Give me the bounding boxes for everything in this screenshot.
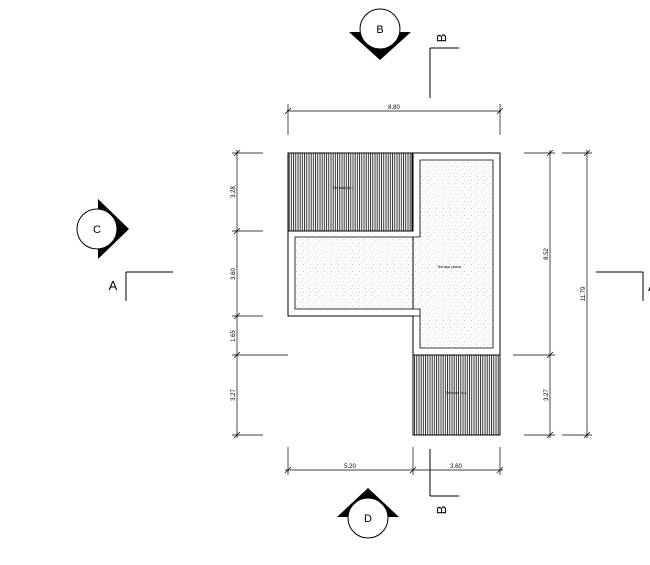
elevation-marker-d: D (337, 488, 399, 539)
marker-c-label: C (93, 224, 101, 236)
dim-right-1-value: 8.52 (544, 248, 550, 260)
roof-top-left-label: Telhado N-1 (332, 185, 354, 190)
dim-top-value: 8.80 (388, 105, 400, 111)
section-a-left-letter: A (109, 278, 118, 293)
dim-right-2-value: 3.27 (544, 389, 550, 401)
section-cut-b-top: B (429, 34, 459, 98)
dim-bottom: 5.20 3.60 (284, 447, 504, 475)
roof-bottom-right: Telhado N-1 (412, 354, 501, 436)
marker-d-label: D (364, 513, 372, 525)
section-b-bottom-letter: B (434, 506, 449, 515)
section-a-right-letter: A (648, 279, 650, 294)
roof-top-left: Telhado N-1 (287, 152, 413, 232)
dim-right-inner: 8.52 3.27 (513, 149, 555, 439)
slab-label: Terraço plano (437, 264, 462, 269)
dim-bottom-1-value: 5.20 (344, 464, 356, 470)
dim-left-4-value: 3.27 (231, 389, 237, 401)
dim-left-2-value: 3.60 (231, 268, 237, 280)
section-b-top-letter: B (434, 34, 449, 43)
slab-terrace: Terraço plano (287, 152, 501, 356)
roof-bottom-right-label: Telhado N-1 (445, 390, 467, 395)
elevation-marker-b-top: B (349, 8, 411, 60)
dim-top: 8.80 (284, 104, 504, 135)
section-cut-a-right: A (596, 271, 650, 301)
dim-left-3-value: 1.65 (231, 330, 237, 342)
dim-left-1-value: 3.28 (231, 186, 237, 198)
section-cut-b-bottom: B (429, 449, 459, 515)
marker-b-top-label: B (376, 24, 383, 36)
dim-left: 3.28 3.60 1.65 3.27 (231, 149, 288, 439)
dim-right-total-value: 11.79 (581, 286, 587, 301)
dim-right-total: 11.79 (562, 149, 592, 439)
section-cut-a-left: A (109, 271, 173, 301)
elevation-marker-c: C (76, 199, 129, 259)
dim-bottom-2-value: 3.60 (450, 464, 462, 470)
